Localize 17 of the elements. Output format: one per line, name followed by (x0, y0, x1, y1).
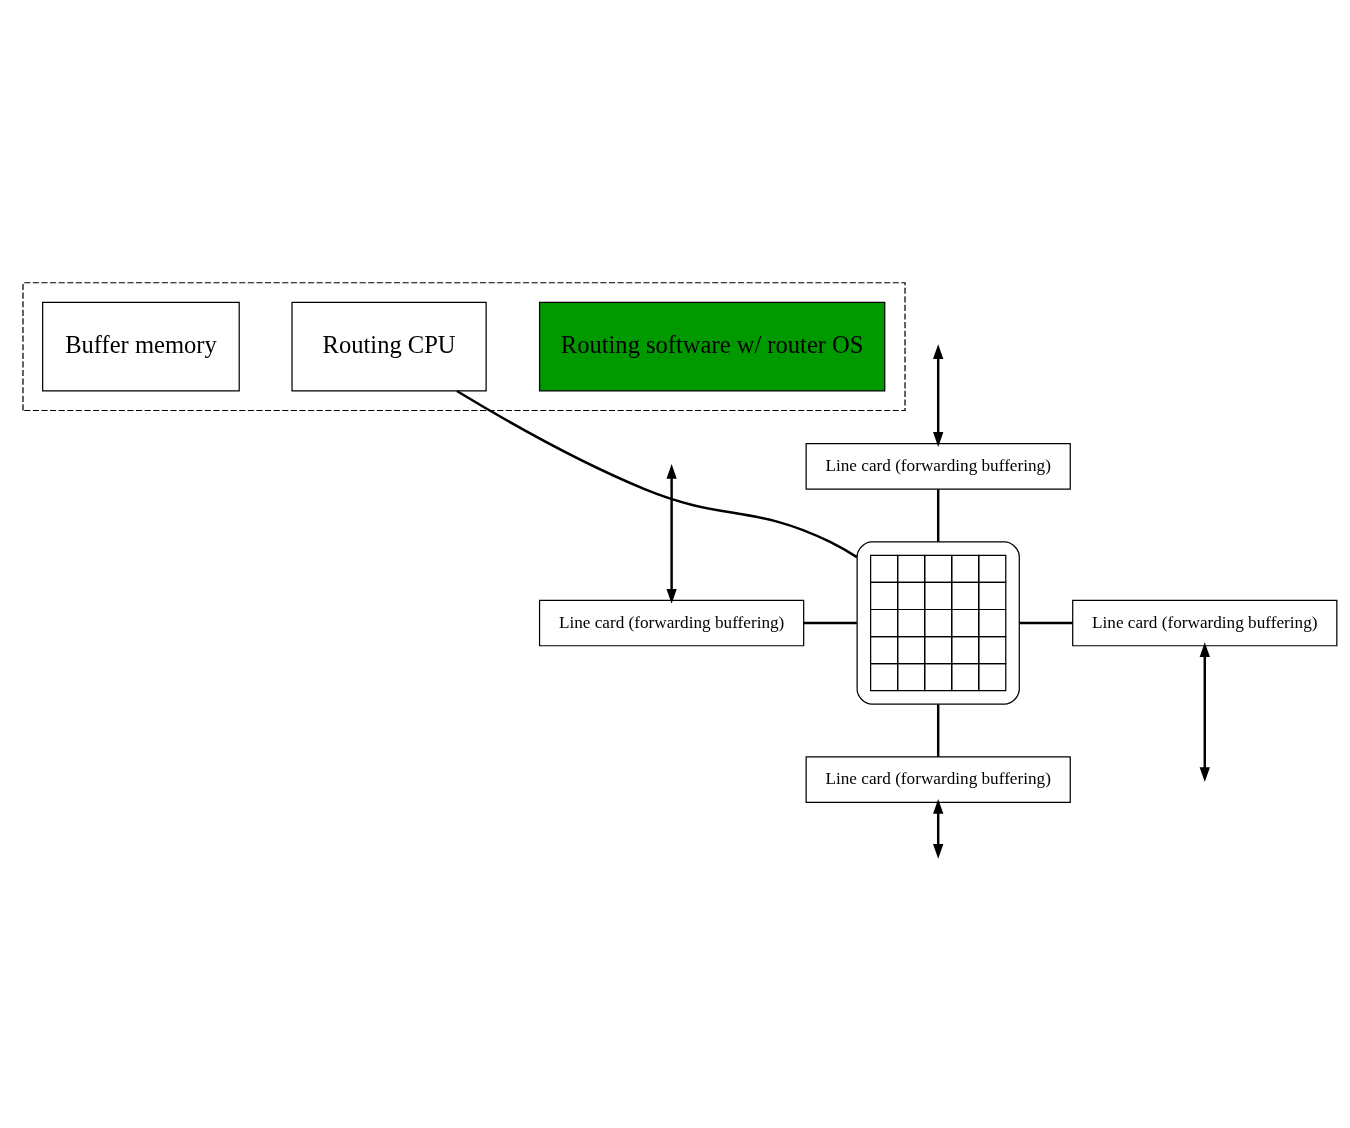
node-box: Line card (forwarding buffering) (805, 442, 1071, 490)
arrow (666, 463, 677, 604)
node-box: Line card (forwarding buffering) (538, 599, 805, 646)
connector (1019, 621, 1073, 624)
node-box: Line card (forwarding buffering) (805, 755, 1071, 803)
connector (803, 621, 857, 624)
arrow (1199, 641, 1210, 782)
node-box (856, 540, 1020, 705)
arrow (933, 798, 944, 859)
connector (936, 704, 940, 757)
node-box: Line card (forwarding buffering) (1072, 599, 1338, 646)
connector (936, 488, 940, 542)
cluster (22, 281, 906, 411)
node-box: Buffer memory (42, 301, 240, 391)
node-box: Routing software w/ router OS (538, 301, 886, 391)
node-box: Routing CPU (291, 301, 487, 391)
arrow (933, 343, 944, 447)
